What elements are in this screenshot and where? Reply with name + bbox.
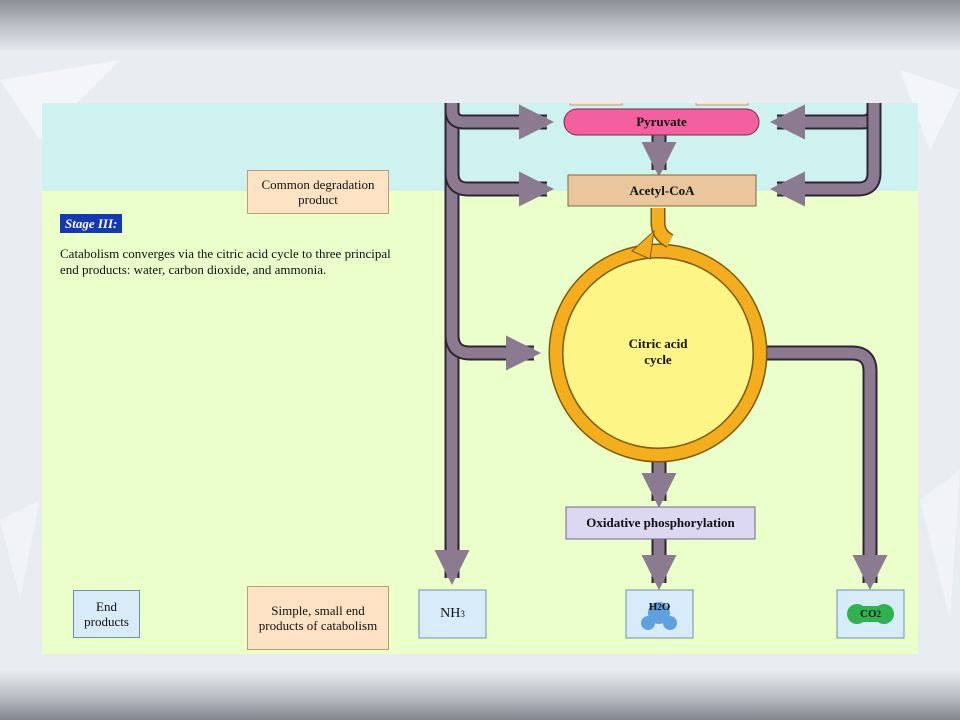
end-products-label: End products	[73, 590, 140, 638]
acetyl-coa-label: Acetyl-CoA	[629, 182, 695, 198]
nh3-box	[418, 589, 487, 639]
pathway-arrows	[418, 103, 905, 639]
oxidative-phosphorylation-label: Oxidative phosphorylation	[586, 515, 735, 530]
upstream-box-right	[695, 103, 749, 106]
arrow-cycle-to-co2	[764, 345, 878, 583]
stage-label: Stage III:	[60, 214, 123, 233]
slide-top-band	[0, 0, 960, 50]
citric-acid-cycle-node	[548, 208, 768, 463]
water-molecule-icon	[641, 602, 677, 630]
diagram-panel: Common degradation product Stage III: Ca…	[42, 103, 918, 654]
slide-bottom-band	[0, 668, 960, 720]
stage-description: Catabolism converges via the citric acid…	[60, 246, 391, 277]
pyruvate-node	[563, 108, 760, 136]
oxphos-node	[565, 506, 756, 540]
co2-molecule-icon	[847, 604, 894, 624]
common-degradation-product-label: Common degradation product	[247, 170, 389, 214]
pyruvate-label: Pyruvate	[636, 114, 687, 129]
acetyl-coa-node	[567, 174, 757, 207]
citric-acid-cycle-label: Citric acid cycle	[628, 336, 688, 367]
upstream-box-left	[569, 103, 623, 106]
simple-end-products-label: Simple, small end products of catabolism	[247, 586, 389, 650]
